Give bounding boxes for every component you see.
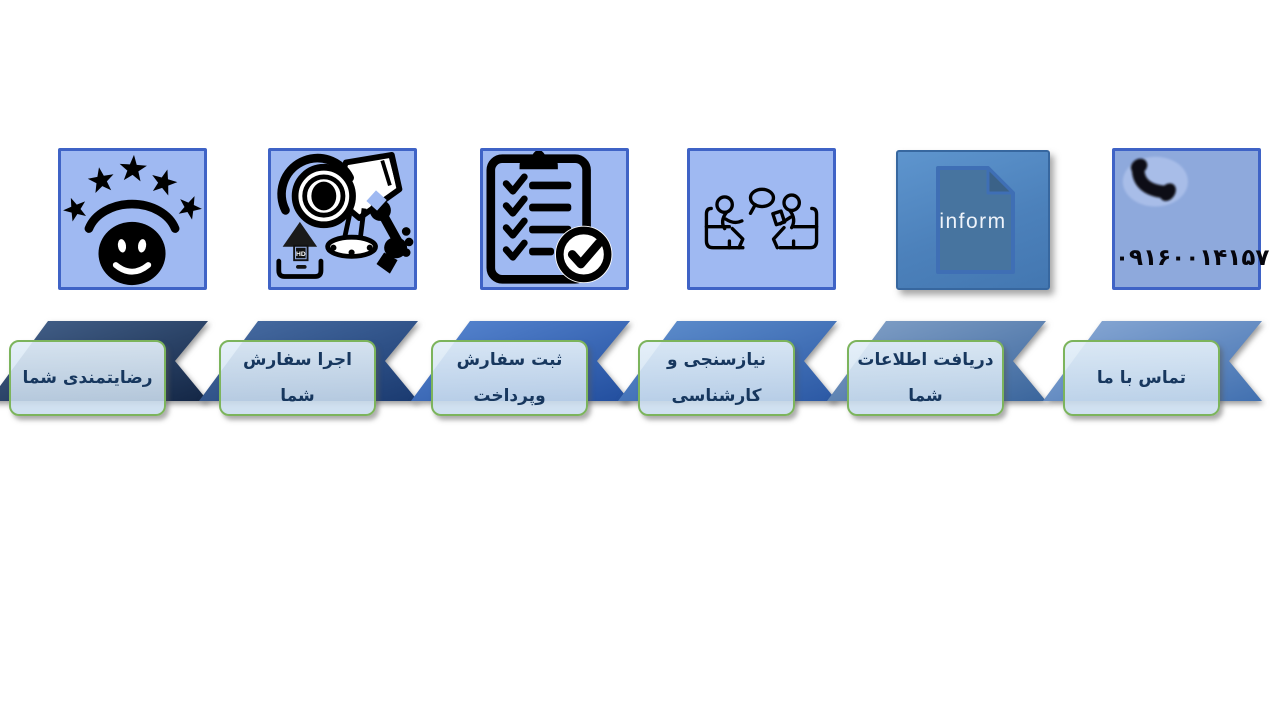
step-label-text: دریافت اطلاعات — [857, 350, 994, 370]
contact-us-tile: ۰۹۱۶۰۰۱۴۱۵۷ — [1112, 148, 1270, 290]
step-label-text: ثبت سفارش — [456, 350, 563, 370]
phone-icon — [1122, 156, 1188, 207]
inform-document-icon — [936, 166, 1015, 274]
step-label-box: رضایتمندی شما — [9, 340, 166, 416]
needs-assessment-tile — [687, 148, 836, 290]
step-label-text: رضایتمندی شما — [22, 368, 153, 388]
smiley-stars-icon — [61, 153, 204, 286]
step-label-text: نیازسنجی و — [666, 350, 767, 370]
step-label-text: وپرداخت — [473, 386, 546, 406]
receive-information-tile: inform — [896, 150, 1050, 290]
step-label-text: شما — [280, 386, 315, 406]
cctv-camera-wrench-icon: HD — [276, 151, 414, 279]
step-label-text: کارشناسی — [671, 386, 762, 406]
meeting-discussion-icon — [704, 187, 819, 250]
step-label-box: ثبت سفارش وپرداخت — [431, 340, 588, 416]
step-label-text: تماس با ما — [1096, 368, 1187, 388]
satisfaction-tile — [58, 148, 207, 290]
step-label-box: دریافت اطلاعات شما — [847, 340, 1004, 416]
checklist-icon — [486, 151, 613, 284]
document-label: inform — [939, 210, 1007, 233]
order-registration-tile — [480, 148, 629, 290]
order-execution-tile: HD — [268, 148, 417, 290]
step-label-text: شما — [908, 386, 943, 406]
step-label-box: تماس با ما — [1063, 340, 1220, 416]
phone-number: ۰۹۱۶۰۰۱۴۱۵۷ — [1115, 245, 1270, 271]
step-label-box: اجرا سفارش شما — [219, 340, 376, 416]
step-label-box: نیازسنجی و کارشناسی — [638, 340, 795, 416]
step-label-text: اجرا سفارش — [243, 350, 352, 370]
hd-badge: HD — [296, 251, 306, 258]
